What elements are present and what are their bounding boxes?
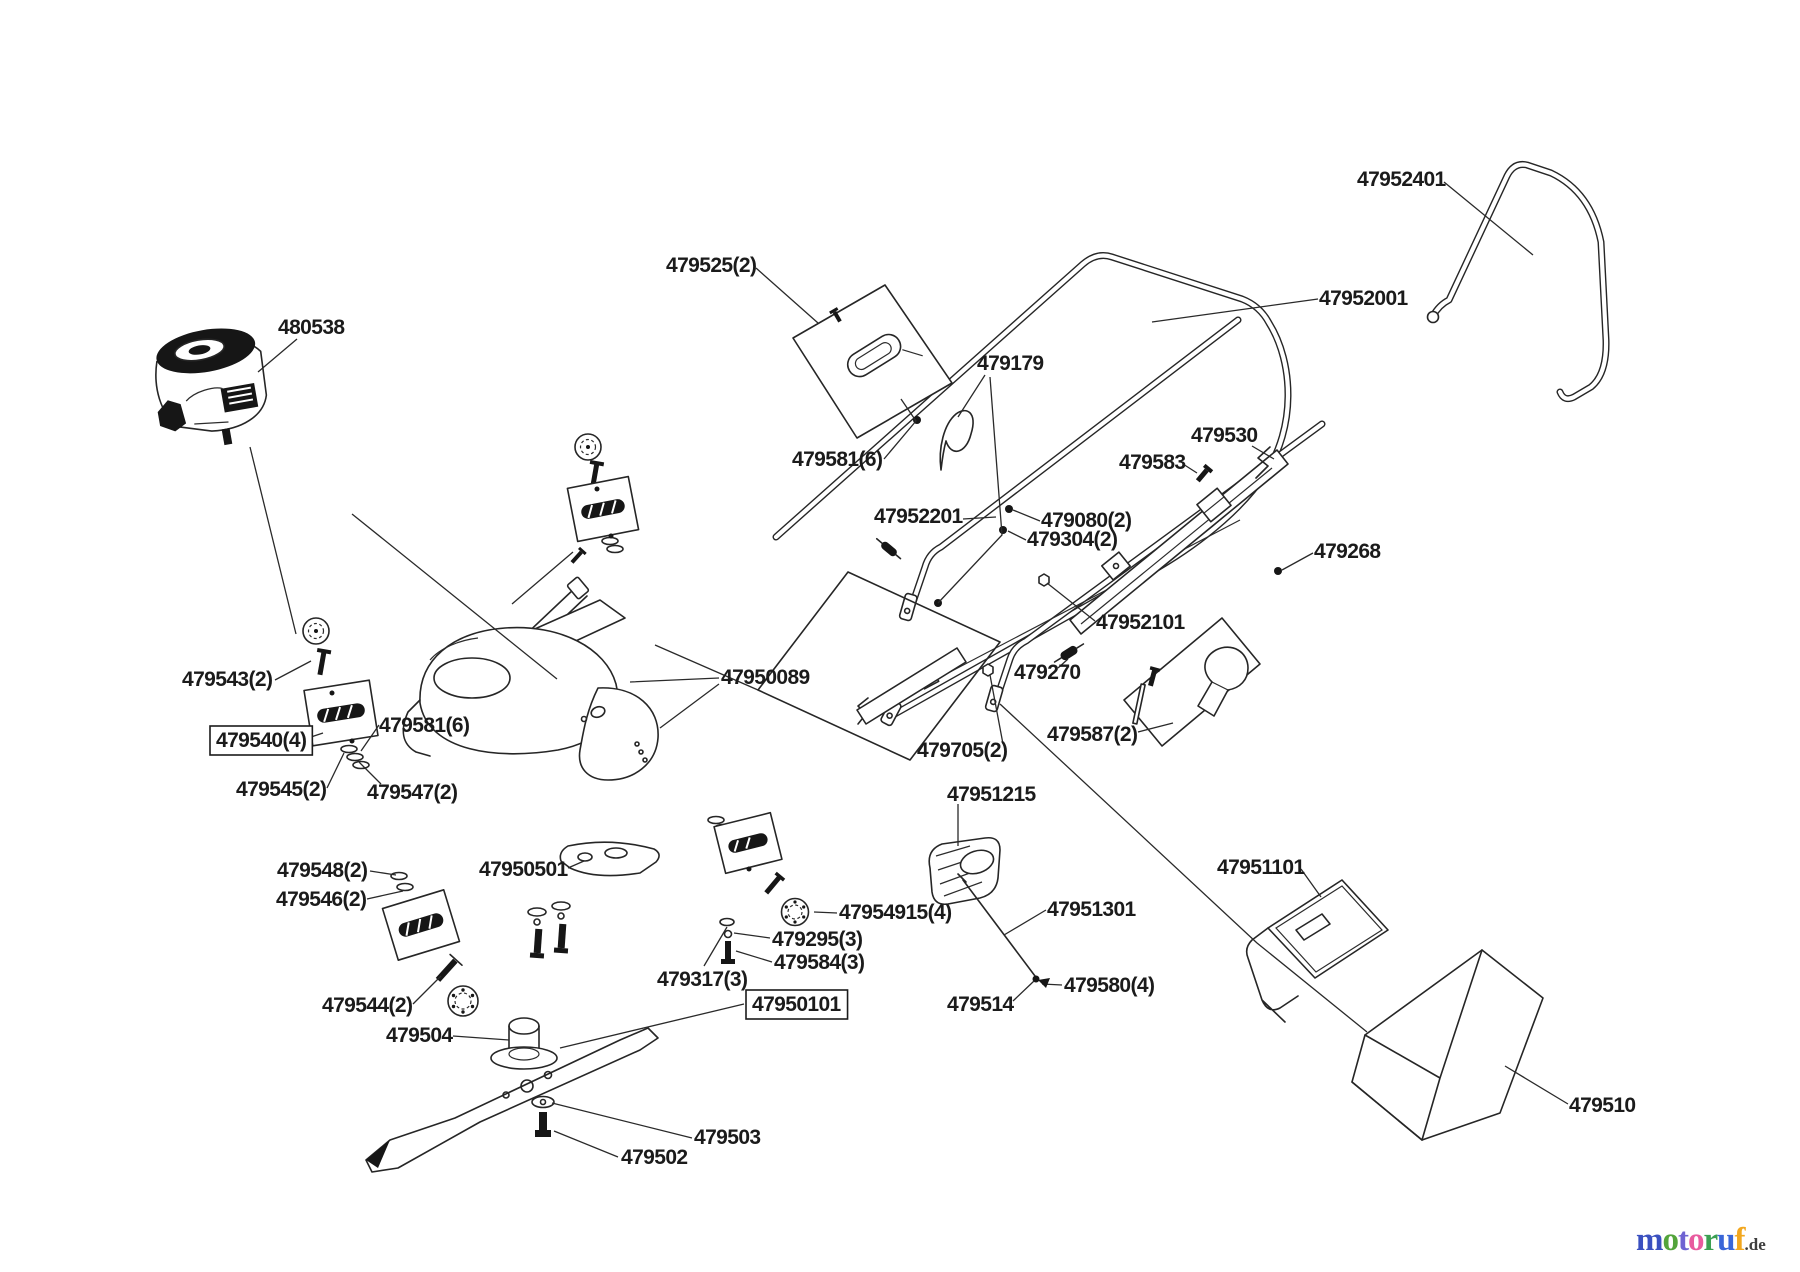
- starter-grip-assembly: [792, 284, 953, 439]
- washers-2: [570, 536, 624, 564]
- deck-callout-box: [757, 571, 1001, 761]
- engine: [155, 328, 268, 446]
- starter-bail: [1426, 161, 1610, 403]
- mulch-plug: [928, 836, 1001, 906]
- spring-box-4: [713, 811, 783, 875]
- bolt-4: [764, 871, 786, 895]
- logo-letter: f: [1734, 1222, 1746, 1258]
- bearing-47954915: [780, 897, 810, 927]
- blade: [365, 1027, 659, 1173]
- part-label-47950101: 47950101: [752, 993, 842, 1016]
- motoruf-logo: motoruf.de: [1636, 1222, 1800, 1259]
- part-label-479502: 479502: [621, 1146, 687, 1169]
- part-label-47954915(4): 47954915(4): [839, 901, 952, 924]
- part-label-47950089: 47950089: [721, 666, 810, 689]
- guard-bolts: [527, 901, 571, 959]
- lower-handle-right: [992, 420, 1326, 705]
- upper-handle-bow: [772, 252, 1292, 719]
- fastener-dots: [329, 416, 1282, 872]
- adjuster-disc-2: [574, 433, 602, 461]
- leader-lines: [249, 181, 1569, 1158]
- part-label-479525(2): 479525(2): [666, 254, 756, 277]
- bolt-479583: [1195, 463, 1214, 483]
- logo-letter: u: [1717, 1222, 1735, 1258]
- part-label-479581(6): 479581(6): [792, 448, 882, 471]
- part-label-479179: 479179: [977, 352, 1043, 375]
- cable-callout-box: [856, 647, 967, 725]
- deck-bolt-set-479317: [719, 917, 735, 964]
- discharge-chute: [1245, 879, 1389, 1023]
- label-frame-47950101: [745, 989, 849, 1020]
- part-label-479705(2): 479705(2): [917, 739, 1007, 762]
- rope-guide-loop: [939, 409, 974, 471]
- part-label-479514: 479514: [947, 993, 1014, 1016]
- part-label-479504: 479504: [386, 1024, 453, 1047]
- logo-letter: o: [1688, 1222, 1704, 1258]
- handle-lock-knob-assembly: [1123, 617, 1261, 747]
- part-label-480538: 480538: [278, 316, 345, 339]
- part-label-479503: 479503: [694, 1126, 760, 1149]
- part-label-47951101: 47951101: [1217, 856, 1305, 879]
- part-label-479548(2): 479548(2): [277, 859, 367, 882]
- logo-letter: r: [1703, 1222, 1719, 1258]
- bolt-spring-small: [875, 537, 902, 560]
- motoruf-logo-suffix: .de: [1744, 1235, 1766, 1254]
- throttle-cable-assembly: [1069, 446, 1289, 635]
- motoruf-logo-word: motoruf: [1636, 1222, 1746, 1258]
- bearing-479544: [447, 985, 479, 1017]
- part-label-479546(2): 479546(2): [276, 888, 366, 911]
- part-label-47950501: 47950501: [479, 858, 569, 881]
- part-label-47951301: 47951301: [1047, 898, 1137, 921]
- part-label-479581(6): 479581(6): [379, 714, 469, 737]
- logo-letter: t: [1678, 1222, 1689, 1258]
- part-label-479547(2): 479547(2): [367, 781, 457, 804]
- stone-guard: [559, 841, 660, 877]
- spring-box-3: [381, 889, 461, 961]
- part-label-47952001: 47952001: [1319, 287, 1409, 310]
- part-label-479545(2): 479545(2): [236, 778, 326, 801]
- logo-letter: m: [1636, 1222, 1663, 1258]
- adjuster-bolt-1: [316, 647, 332, 676]
- washers-1: [340, 744, 370, 770]
- logo-letter: o: [1662, 1222, 1679, 1258]
- part-label-479584(3): 479584(3): [774, 951, 864, 974]
- part-label-479544(2): 479544(2): [322, 994, 412, 1017]
- adjuster-bolt-2: [589, 459, 605, 486]
- grass-bag: [1351, 949, 1544, 1141]
- blade-bolt: [531, 1095, 555, 1137]
- part-label-479583: 479583: [1119, 451, 1185, 474]
- part-label-47952401: 47952401: [1357, 168, 1447, 191]
- blade-adapter: [490, 1017, 558, 1070]
- cable-spring-479270: [1053, 643, 1085, 663]
- part-label-479080(2): 479080(2): [1041, 509, 1131, 532]
- part-label-47951215: 47951215: [947, 783, 1037, 806]
- spring-box-2: [566, 475, 640, 543]
- adjuster-disc-1: [302, 617, 330, 645]
- part-number-labels: 480538 479525(2) 479179 47952401 47952001 479…: [182, 168, 1636, 1169]
- mulch-rod: [957, 873, 1040, 983]
- part-label-47952201: 47952201: [874, 505, 964, 528]
- part-label-479580(4): 479580(4): [1064, 974, 1154, 997]
- part-label-479304(2): 479304(2): [1027, 528, 1117, 551]
- part-label-47952101: 47952101: [1096, 611, 1186, 634]
- part-label-479530: 479530: [1191, 424, 1257, 447]
- mower-deck: [402, 576, 659, 781]
- part-label-479510: 479510: [1569, 1094, 1635, 1117]
- part-label-479295(3): 479295(3): [772, 928, 862, 951]
- part-label-479540(4): 479540(4): [216, 729, 306, 752]
- label-frame-479540(4): [209, 725, 314, 756]
- clip-pin-479544: [435, 953, 463, 982]
- part-label-479317(3): 479317(3): [657, 968, 747, 991]
- part-label-479543(2): 479543(2): [182, 668, 272, 691]
- lower-handle-left: [906, 316, 1242, 615]
- part-label-479270: 479270: [1014, 661, 1080, 684]
- hex-nuts: [982, 573, 1050, 677]
- part-label-479268: 479268: [1314, 540, 1381, 563]
- arrowhead-479580: [1038, 978, 1050, 988]
- part-label-479587(2): 479587(2): [1047, 723, 1137, 746]
- spring-box-1: [303, 679, 379, 747]
